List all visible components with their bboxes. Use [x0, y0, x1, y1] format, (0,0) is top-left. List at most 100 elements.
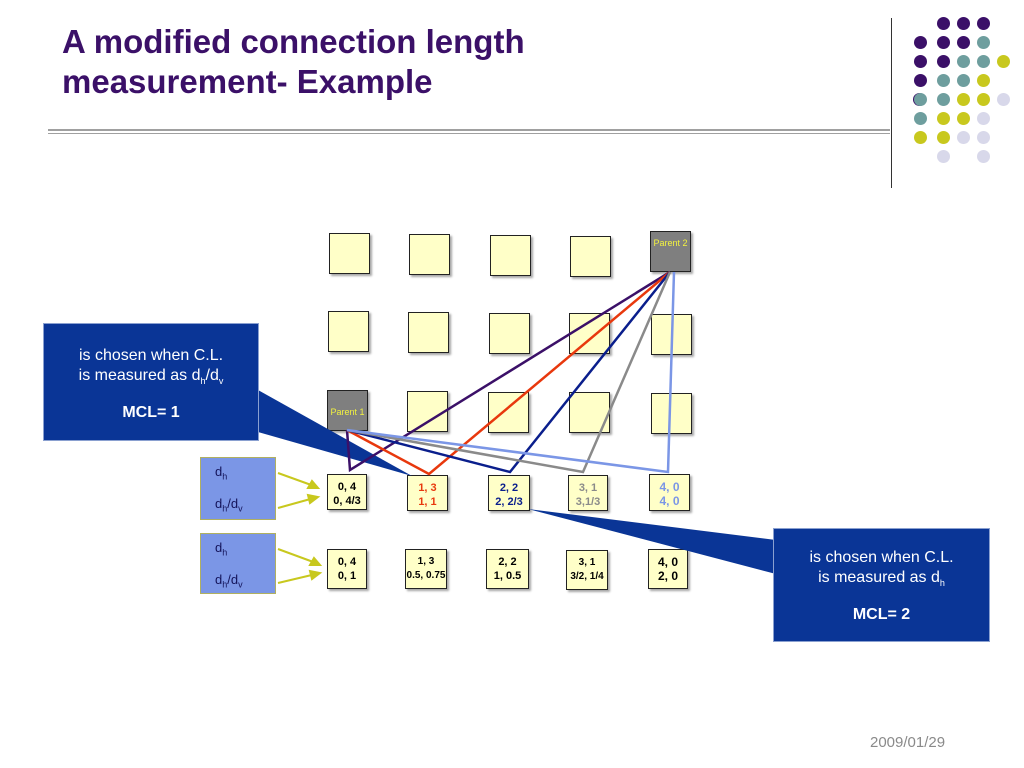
value-box-row2-4: 4, 0 2, 0	[648, 549, 688, 589]
value-row2-3-a: 3, 1	[578, 557, 596, 568]
value-box-row1-0: 0, 4 0, 4/3	[327, 474, 367, 510]
decorative-dot	[957, 131, 970, 144]
parent-2-cell: Parent 2	[650, 231, 691, 272]
value-row2-2-a: 2, 2	[498, 556, 517, 568]
grid-cell	[407, 391, 448, 432]
value-row1-0-b: 0, 4/3	[333, 495, 361, 507]
decorative-dot	[957, 93, 970, 106]
grid-cell	[488, 392, 529, 433]
decorative-dot	[914, 112, 927, 125]
legend-box-top: dh dh/dv	[200, 457, 276, 520]
value-box-row1-3: 3, 1 3,1/3	[568, 475, 608, 511]
decorative-dot	[957, 55, 970, 68]
decorative-dot	[914, 36, 927, 49]
decorative-dot	[937, 74, 950, 87]
path-line-3-1	[346, 271, 672, 474]
decorative-dot	[937, 17, 950, 30]
decorative-dot	[997, 93, 1010, 106]
value-row2-1-b: 0.5, 0.75	[406, 570, 446, 581]
value-row1-2-a: 2, 2	[499, 482, 519, 494]
decorative-dot	[977, 36, 990, 49]
decorative-dot	[914, 131, 927, 144]
callout-left-mcl: MCL= 1	[122, 404, 180, 422]
parent-1-cell: Parent 1	[327, 390, 368, 431]
value-box-row2-1: 1, 3 0.5, 0.75	[405, 549, 447, 589]
decorative-dot	[937, 93, 950, 106]
decorative-dot	[937, 131, 950, 144]
decorative-dot	[937, 112, 950, 125]
decorative-dot	[937, 36, 950, 49]
decorative-dot	[914, 93, 927, 106]
title-line-2: measurement- Example	[62, 63, 433, 100]
callout-left-line2: is measured as dh/dv	[78, 367, 224, 387]
decorative-dot	[914, 55, 927, 68]
grid-cell	[329, 233, 370, 274]
parent-2-label: Parent 2	[653, 238, 688, 248]
value-box-row2-2: 2, 2 1, 0.5	[486, 549, 529, 589]
callout-left-line1: is chosen when C.L.	[78, 347, 224, 364]
grid-cell	[651, 393, 692, 434]
vertical-rule	[891, 18, 892, 188]
title-line-1: A modified connection length	[62, 23, 525, 60]
parent-1-label: Parent 1	[330, 407, 365, 417]
decorative-dot	[957, 17, 970, 30]
callout-right-mcl: MCL= 2	[852, 606, 911, 624]
decorative-dot	[937, 55, 950, 68]
decorative-dot	[977, 55, 990, 68]
decorative-dot	[977, 131, 990, 144]
value-row2-2-b: 1, 0.5	[493, 570, 522, 582]
decorative-dot	[977, 150, 990, 163]
value-box-row1-2: 2, 2 2, 2/3	[488, 475, 530, 511]
value-box-row2-0: 0, 4 0, 1	[327, 549, 367, 589]
slide-date: 2009/01/29	[870, 734, 946, 751]
callout-left-pointer	[258, 390, 412, 476]
decorative-dot	[957, 74, 970, 87]
value-box-row1-1: 1, 3 1, 1	[407, 475, 448, 511]
callout-right-pointer	[528, 509, 776, 574]
legend-dh: dh	[215, 540, 228, 558]
callout-right-line1: is chosen when C.L.	[809, 549, 954, 566]
callout-right-line2: is measured as dh	[818, 569, 945, 589]
value-box-row1-4: 4, 0 4, 0	[649, 474, 690, 511]
value-row2-4-a: 4, 0	[657, 555, 678, 569]
grid-cell	[489, 313, 530, 354]
decorative-dot	[957, 36, 970, 49]
legend-dh-dv: dh/dv	[215, 496, 243, 514]
callout-right: is chosen when C.L. is measured as dh MC…	[773, 528, 990, 642]
path-line-1-3	[346, 271, 671, 476]
decorative-dot	[914, 74, 927, 87]
path-line-2-2	[346, 271, 671, 474]
decorative-dot	[977, 112, 990, 125]
title-rule	[48, 129, 890, 134]
legend-arrows	[277, 472, 323, 584]
path-line-4-0	[346, 271, 676, 474]
value-row1-4-a: 4, 0	[659, 480, 680, 494]
value-row2-0-b: 0, 1	[337, 570, 357, 582]
value-row1-3-b: 3,1/3	[575, 496, 601, 508]
value-row1-4-b: 4, 0	[659, 494, 680, 508]
decorative-dot	[957, 112, 970, 125]
decorative-dot	[977, 17, 990, 30]
value-row1-1-a: 1, 3	[418, 482, 437, 494]
value-row1-1-b: 1, 1	[418, 496, 437, 508]
decorative-dot	[977, 74, 990, 87]
value-row1-3-a: 3, 1	[578, 482, 598, 494]
grid-cell	[408, 312, 449, 353]
legend-dh: dh	[215, 464, 228, 482]
value-row1-2-b: 2, 2/3	[495, 496, 523, 508]
grid-cell	[490, 235, 531, 276]
grid-cell	[569, 313, 610, 354]
value-row2-0-a: 0, 4	[337, 556, 357, 568]
decorative-dot	[997, 55, 1010, 68]
decorative-dot	[937, 150, 950, 163]
value-row2-4-b: 2, 0	[657, 569, 678, 583]
legend-dh-dv: dh/dv	[215, 572, 243, 590]
value-box-row2-3: 3, 1 3/2, 1/4	[566, 550, 608, 590]
legend-box-bottom: dh dh/dv	[200, 533, 276, 594]
grid-cell	[409, 234, 450, 275]
value-row2-3-b: 3/2, 1/4	[570, 571, 604, 582]
grid-cell	[570, 236, 611, 277]
value-row1-0-a: 0, 4	[337, 481, 357, 493]
slide-title: A modified connection length measurement…	[62, 22, 682, 102]
